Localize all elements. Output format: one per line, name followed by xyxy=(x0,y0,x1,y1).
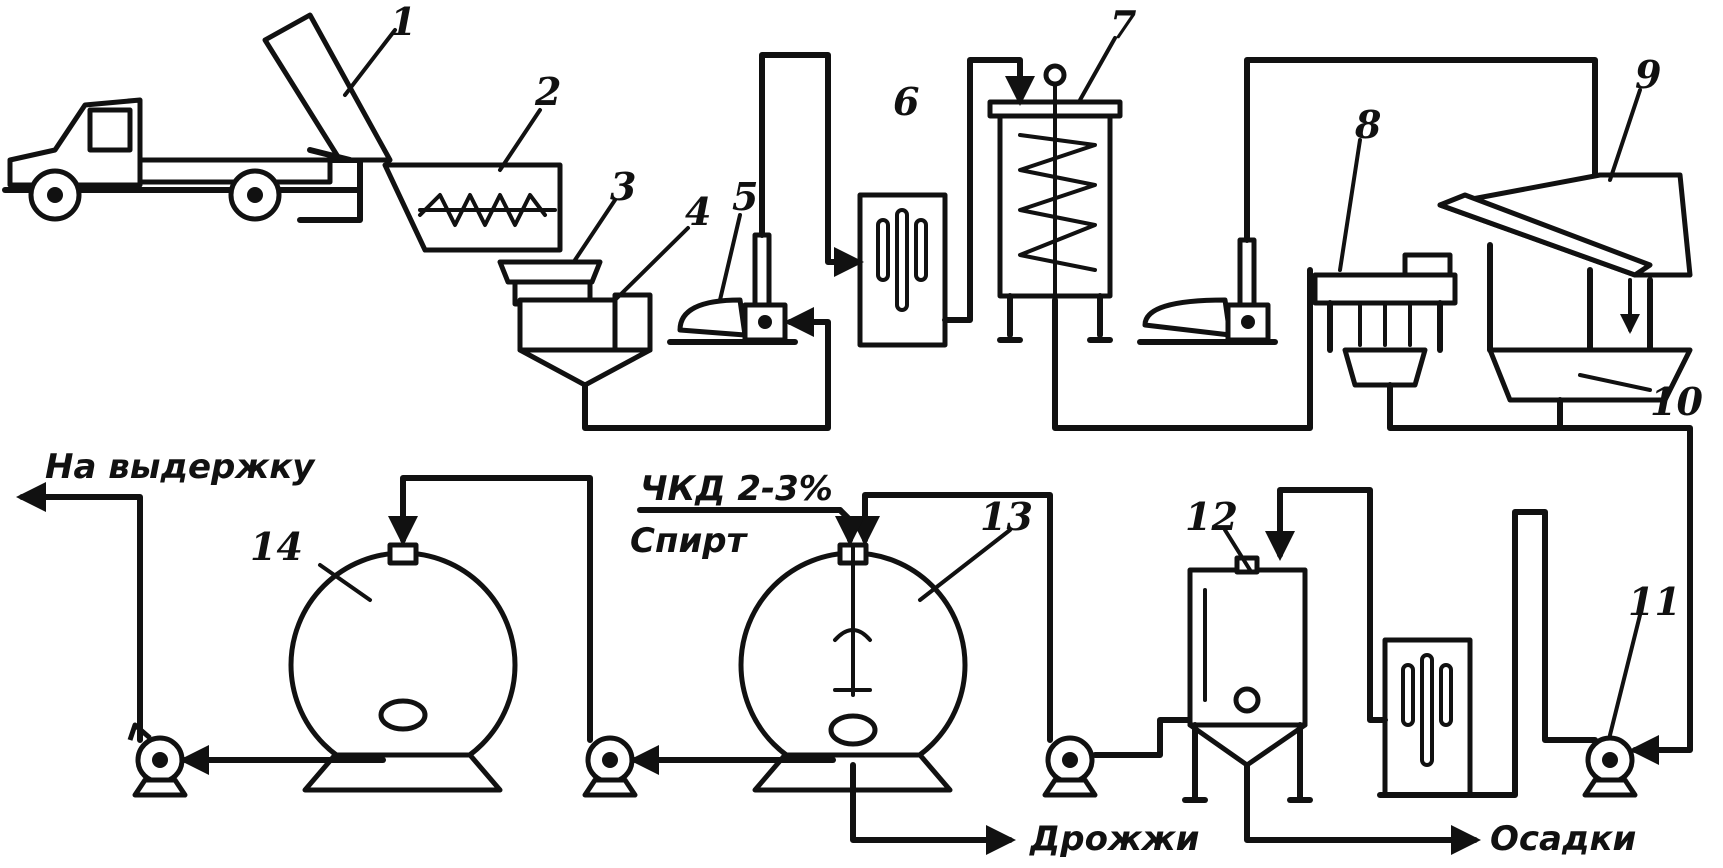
pipelines-top xyxy=(582,52,1693,765)
drainer-8 xyxy=(1312,252,1458,388)
label-11: 11 xyxy=(1628,579,1681,624)
label-na-vyderzhku: На выдержку xyxy=(45,447,316,487)
pump-bottom-14 xyxy=(127,722,188,798)
pump-bottom-12 xyxy=(1042,735,1098,798)
label-12: 12 xyxy=(1185,494,1238,539)
press-9 xyxy=(1437,172,1693,353)
dump-truck xyxy=(2,97,363,223)
tipper-1 xyxy=(262,12,393,163)
label-ckd: ЧКД 2-3% xyxy=(640,469,833,509)
pipelines-bottom xyxy=(15,475,1598,855)
label-1: 1 xyxy=(390,0,416,44)
extractor-column-7 xyxy=(987,63,1123,343)
crusher-destemmer-4 xyxy=(517,292,653,398)
label-7: 7 xyxy=(1110,2,1136,47)
heat-exchanger-6 xyxy=(857,192,948,348)
mixing-tank-13 xyxy=(738,542,968,793)
label-4: 4 xyxy=(685,189,711,234)
label-9: 9 xyxy=(1635,52,1661,97)
label-spirt: Спирт xyxy=(630,521,749,561)
horizontal-tank-14 xyxy=(288,542,518,793)
pump-after-extractor xyxy=(1137,237,1278,345)
leader-lines xyxy=(318,28,1652,737)
label-14: 14 xyxy=(250,524,303,569)
pump-bottom-11 xyxy=(1582,735,1638,798)
label-6: 6 xyxy=(893,79,919,124)
label-3: 3 xyxy=(610,164,636,209)
label-10: 10 xyxy=(1650,379,1703,424)
label-5: 5 xyxy=(732,174,758,219)
pump-bottom-13 xyxy=(582,735,638,798)
must-pump-5 xyxy=(667,232,798,345)
label-osadki: Осадки xyxy=(1490,819,1636,859)
label-drozhzhi: Дрожжи xyxy=(1029,819,1199,859)
hopper-with-auger-2 xyxy=(382,162,563,253)
label-13: 13 xyxy=(980,494,1033,539)
label-2: 2 xyxy=(534,69,561,114)
label-8: 8 xyxy=(1354,102,1381,147)
settling-tank-12 xyxy=(1182,555,1313,803)
heat-exchanger-lower xyxy=(1382,637,1473,798)
